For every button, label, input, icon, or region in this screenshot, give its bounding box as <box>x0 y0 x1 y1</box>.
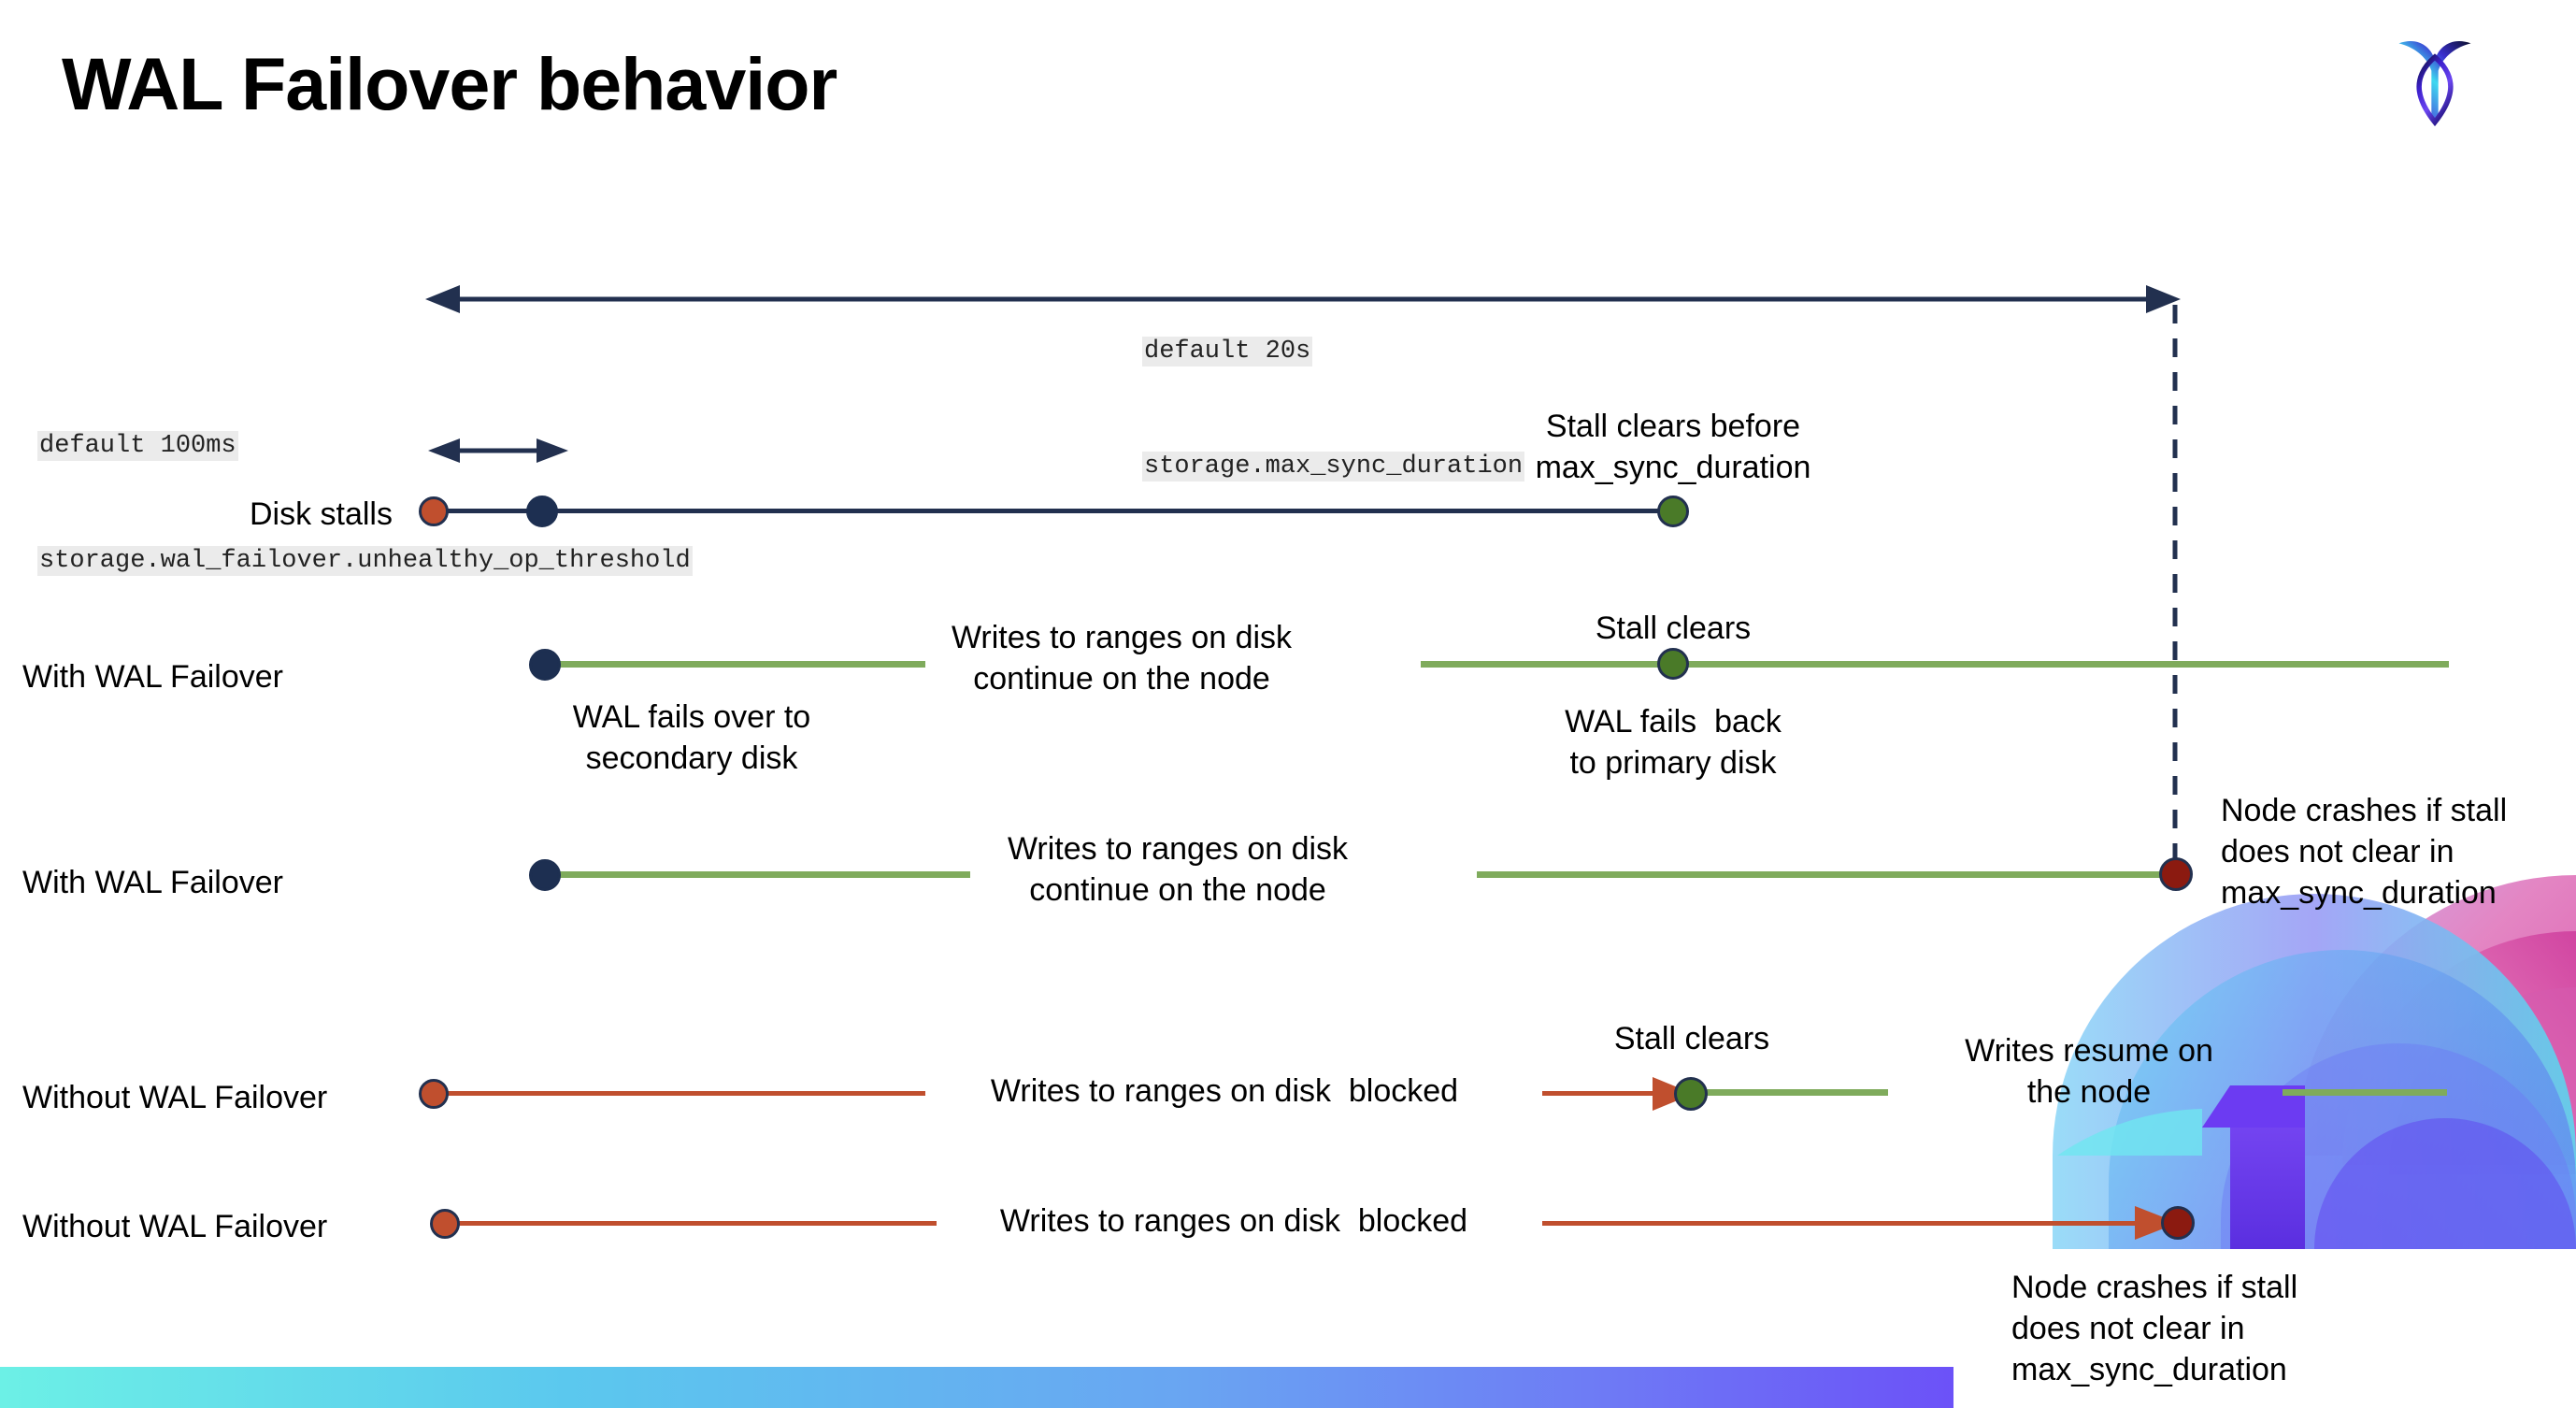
without-wal-2-start-dot <box>430 1209 460 1239</box>
disk-stalls-clear-note: Stall clears before max_sync_duration <box>1535 409 1811 486</box>
max-sync-arrow-right <box>2146 285 2181 313</box>
with-wal-1-line-b <box>1421 661 2449 668</box>
without-wal-1-line-d <box>2283 1089 2447 1096</box>
with-wal-1-failover-note: WAL fails over to secondary disk <box>572 699 811 777</box>
row-label-without-wal-failover-2: Without WAL Failover <box>22 1209 328 1244</box>
with-wal-2-mid-note: Writes to ranges on disk continue on the… <box>1007 831 1349 909</box>
row-label-without-wal-failover-1: Without WAL Failover <box>22 1080 328 1115</box>
without-wal-1-line-c <box>1705 1089 1888 1096</box>
page-title: WAL Failover behavior <box>62 42 837 125</box>
without-wal-1-clear-note: Stall clears <box>1613 1021 1770 1056</box>
caption-mask <box>1953 1249 2576 1408</box>
with-wal-1-failback-note: WAL fails back to primary disk <box>1565 704 1782 782</box>
without-wal-2-crash-note: Node crashes if stall does not clear in … <box>2011 1270 2298 1388</box>
disk-stalls-clear-dot <box>1657 496 1689 527</box>
unhealthy-setting: storage.wal_failover.unhealthy_op_thresh… <box>37 546 693 577</box>
max-sync-setting: storage.max_sync_duration <box>1142 452 1525 482</box>
with-wal-2-line-a <box>540 871 970 878</box>
without-wal-1-mid-note: Writes to ranges on disk blocked <box>990 1073 1459 1109</box>
row-label-with-wal-failover-2: With WAL Failover <box>22 865 283 900</box>
disk-stalls-line <box>439 509 1673 513</box>
without-wal-1-clear-dot <box>1674 1077 1708 1111</box>
with-wal-2-failover-dot <box>529 859 561 891</box>
with-wal-1-clear-dot <box>1657 648 1689 680</box>
max-sync-arrow-left <box>425 285 460 313</box>
row-label-disk-stalls: Disk stalls <box>249 496 393 532</box>
without-wal-2-mid-note: Writes to ranges on disk blocked <box>999 1203 1468 1239</box>
disk-stalls-failover-dot <box>526 496 558 527</box>
with-wal-2-crash-note: Node crashes if stall does not clear in … <box>2221 793 2508 912</box>
with-wal-1-line-a <box>540 661 925 668</box>
with-wal-2-crash-dot <box>2159 857 2193 891</box>
without-wal-1-line-b <box>1542 1091 1664 1096</box>
disk-stalls-start-dot <box>419 496 449 526</box>
without-wal-2-crash-dot <box>2161 1206 2195 1240</box>
without-wal-1-line-a <box>439 1091 925 1096</box>
cockroachdb-logo-icon <box>2383 26 2486 129</box>
row-label-with-wal-failover-1: With WAL Failover <box>22 659 283 695</box>
with-wal-1-mid-note: Writes to ranges on disk continue on the… <box>951 620 1293 697</box>
without-wal-2-line-a <box>451 1221 937 1226</box>
with-wal-1-clear-note: Stall clears <box>1595 611 1752 646</box>
max-sync-default: default 20s <box>1142 337 1313 367</box>
unhealthy-op-threshold-annotation: default 100ms storage.wal_failover.unhea… <box>37 351 693 657</box>
without-wal-1-resume-note: Writes resume on the node <box>1965 1033 2213 1111</box>
max-sync-duration-annotation: default 20s storage.max_sync_duration <box>1142 256 1525 563</box>
with-wal-2-line-b <box>1477 871 2180 878</box>
without-wal-1-start-dot <box>419 1079 449 1109</box>
unhealthy-default: default 100ms <box>37 431 238 462</box>
without-wal-2-line-b <box>1542 1221 2140 1226</box>
with-wal-1-failover-dot <box>529 649 561 681</box>
